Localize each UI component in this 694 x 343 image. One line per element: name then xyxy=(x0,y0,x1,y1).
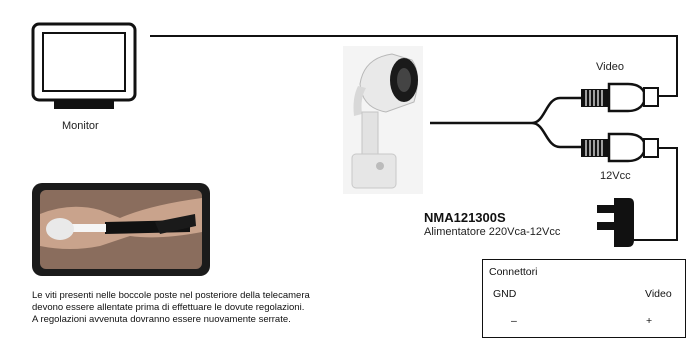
instructions-line-2: devono essere allentate prima di effettu… xyxy=(32,302,305,313)
power-connector-icon xyxy=(581,132,659,163)
camera-icon xyxy=(343,46,423,194)
video-connector-icon xyxy=(581,82,659,113)
power-label: 12Vcc xyxy=(600,170,631,182)
video-label: Video xyxy=(596,61,624,73)
instructions-line-1: Le viti presenti nelle boccole poste nel… xyxy=(32,290,310,301)
power-supply-description: Alimentatore 220Vca-12Vcc xyxy=(424,226,561,238)
monitor-label: Monitor xyxy=(62,120,99,132)
connectors-title: Connettori xyxy=(489,266,538,278)
connector-gnd-label: GND xyxy=(493,288,517,300)
camera-cable xyxy=(430,96,581,149)
connector-negative-label: – xyxy=(511,315,517,327)
instructions-line-3: A regolazioni avvenuta dovranno essere n… xyxy=(32,314,291,325)
adjustment-photo xyxy=(32,183,210,276)
video-cable-top xyxy=(150,35,678,97)
power-cable xyxy=(634,147,678,241)
monitor-icon xyxy=(31,22,137,109)
connector-video-label: Video xyxy=(645,288,672,300)
connector-positive-label: + xyxy=(646,315,653,327)
power-supply-code: NMA121300S xyxy=(424,210,506,225)
connectors-panel: Connettori GND Video – + xyxy=(482,259,686,338)
power-adapter-icon xyxy=(597,198,634,247)
instructions-text: Le viti presenti nelle boccole poste nel… xyxy=(32,290,452,326)
